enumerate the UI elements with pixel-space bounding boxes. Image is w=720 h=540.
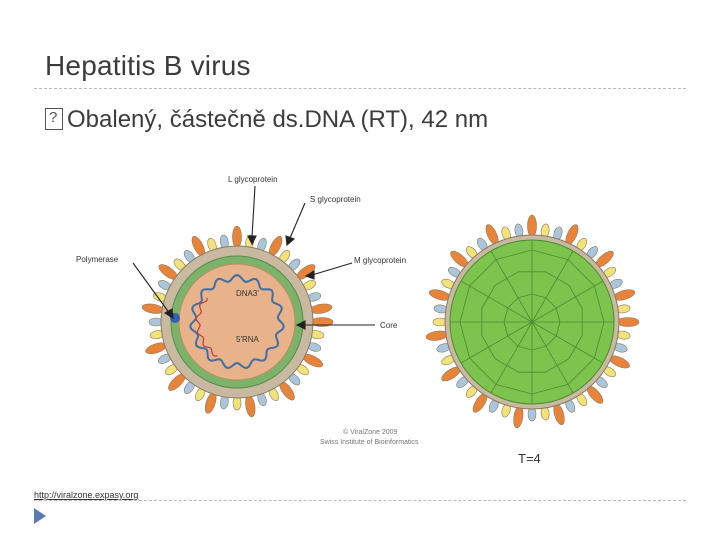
label-rna: 5'RNA (236, 335, 260, 344)
facet-edge (490, 321, 533, 394)
facet-edge (490, 250, 533, 323)
label-l-glycoprotein: L glycoprotein (228, 175, 278, 184)
rna-strand (195, 297, 218, 357)
virion-capsid-view (425, 214, 640, 429)
bullet-text: Obalený, částečně ds.DNA (RT), 42 nm (67, 106, 489, 133)
facet-ring (503, 293, 561, 351)
facet-edge (460, 280, 533, 323)
institute-text: Swiss Institute of Bioinformatics (320, 439, 419, 446)
label-polymerase: Polymerase (76, 255, 119, 264)
label-m-glycoprotein: M glycoprotein (354, 256, 406, 265)
spike (616, 317, 640, 327)
label-arrows (132, 185, 375, 330)
envelope-spikes-left (141, 225, 334, 418)
bullet-item: Obalený, částečně ds.DNA (RT), 42 nm (45, 106, 488, 134)
spike (232, 225, 242, 249)
label-dna: DNA3' (236, 289, 259, 298)
slide-title: Hepatitis B virus (45, 50, 251, 81)
facet-edge (531, 321, 604, 364)
spike (527, 214, 537, 238)
facet-ring (481, 271, 583, 373)
facet-edge (531, 250, 574, 323)
triangulation-label: T=4 (518, 451, 541, 466)
label-core: Core (380, 321, 398, 330)
facet-ring (459, 249, 605, 395)
source-link[interactable]: http://viralzone.expasy.org (34, 490, 139, 500)
virion-cross-section: L glycoprotein S glycoprotein Polymerase… (76, 175, 406, 418)
label-s-glycoprotein: S glycoprotein (310, 195, 361, 204)
dna-strand (189, 273, 285, 370)
title-divider (34, 88, 686, 89)
capsid-facets (450, 240, 614, 404)
facet-edge (531, 280, 604, 323)
facet-edge (531, 321, 574, 394)
next-slide-arrow-icon[interactable] (34, 508, 46, 524)
envelope-spikes-right (425, 214, 640, 429)
facet-edge (460, 321, 533, 364)
footer-divider (34, 500, 686, 501)
bullet-glyph-icon (45, 108, 63, 130)
copyright-text: © ViralZone 2009 (343, 428, 398, 436)
